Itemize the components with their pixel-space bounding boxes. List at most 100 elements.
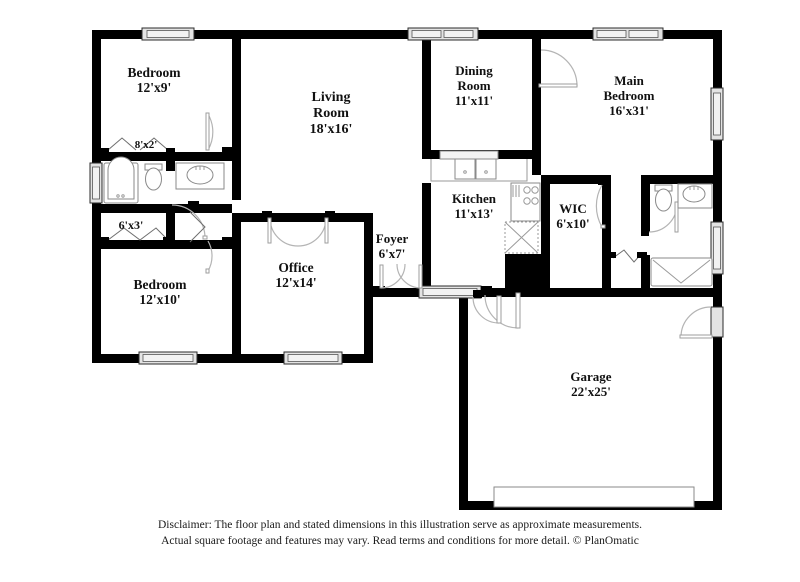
wall-rear-closet-side: [166, 213, 175, 249]
kitchen-sink-icon: [430, 150, 528, 182]
wall-bedroom-living-lower: [232, 150, 241, 200]
wall-living-dining: [422, 39, 431, 150]
door-rear-bedroom: [205, 237, 233, 274]
wall-wic-right: [602, 184, 611, 288]
room-label-line: 12'x14': [275, 275, 316, 290]
window-main-bath-right: [710, 221, 724, 275]
sink-icon-main-bath: [677, 183, 713, 209]
dishwasher-icon: [504, 221, 539, 254]
wall-dining-main-bedroom: [532, 39, 541, 175]
fixtures: [103, 150, 713, 287]
wall-top-exterior: [92, 30, 722, 39]
room-label-line: Garage: [570, 369, 611, 384]
room-label-line: 6'x10': [556, 216, 589, 231]
toilet-icon-main-bath: [654, 184, 673, 212]
interior-walls: [101, 30, 713, 363]
room-label-line: Bedroom: [603, 88, 654, 103]
range-stove-icon: [510, 182, 541, 222]
room-label: 6'x3': [119, 218, 144, 232]
kitchen-solid-block: [505, 254, 541, 288]
room-label-line: 22'x25': [571, 384, 611, 399]
window-hall-bath-left: [89, 162, 103, 204]
wall-office-top: [232, 213, 372, 222]
room-label-line: 16'x31': [609, 103, 649, 118]
room-label-line: 6'x7': [379, 246, 406, 261]
wall-office-right: [364, 213, 373, 363]
disclaimer-line-2: Actual square footage and features may v…: [161, 534, 639, 547]
disclaimer-text: Disclaimer: The floor plan and stated di…: [0, 518, 800, 549]
window-main-bedroom-right: [710, 87, 724, 141]
room-label-line: Dining: [455, 63, 493, 78]
room-label-line: Main: [614, 73, 644, 88]
door-garage-side: [679, 306, 724, 339]
room-label-line: 12'x10': [139, 292, 180, 307]
door-foyer-double: [373, 263, 423, 295]
room-label: 8'x2': [135, 139, 158, 151]
wall-house-garage-divider: [364, 288, 722, 297]
room-label-line: 12'x9': [137, 80, 172, 95]
room-label-line: WIC: [559, 201, 586, 216]
wall-front-bedroom-closet-top: [101, 152, 232, 161]
window-main-bedroom-top: [592, 27, 664, 41]
room-label-line: 11'x11': [455, 93, 493, 108]
door-garage-interior: [472, 290, 502, 324]
room-label-line: Office: [278, 260, 313, 275]
room-label-line: 18'x16': [310, 122, 353, 137]
windows: [89, 27, 724, 365]
shower-icon-main-bath: [650, 257, 713, 287]
door-linen-closet: [608, 249, 647, 263]
disclaimer-line-1: Disclaimer: The floor plan and stated di…: [157, 519, 643, 531]
doors: [101, 39, 724, 508]
room-label-line: Bedroom: [128, 65, 182, 80]
room-label-line: Kitchen: [452, 191, 497, 206]
wall-wic-top: [541, 175, 611, 184]
door-front-entry: [481, 286, 521, 329]
door-hall-closet: [189, 211, 206, 243]
wall-wic-left: [541, 175, 550, 288]
door-hall-bath: [171, 201, 208, 240]
wall-living-kitchen: [422, 183, 431, 288]
sink-icon-hall-bath: [175, 162, 225, 190]
garage-overhead-door: [493, 486, 695, 508]
door-front-bedroom: [205, 112, 233, 154]
wall-rear-bedroom-office: [232, 213, 241, 363]
room-label-line: Living: [312, 90, 351, 105]
room-label-line: 6'x3': [119, 218, 144, 232]
wall-bedroom-living-upper: [232, 30, 241, 150]
window-front-bedroom: [141, 27, 195, 41]
window-living-room-top: [407, 27, 479, 41]
window-office-bottom: [283, 351, 343, 365]
wall-main-bath-left-lower: [641, 255, 650, 288]
door-office-double: [262, 211, 335, 247]
bathtub-icon: [103, 156, 139, 204]
room-label-line: Room: [313, 106, 349, 121]
room-label-line: Foyer: [376, 231, 409, 246]
door-wic: [595, 177, 607, 229]
wall-left-garage: [459, 292, 468, 510]
toilet-icon: [144, 163, 163, 191]
door-dining-main-bedroom: [533, 39, 578, 88]
room-label-line: 8'x2': [135, 139, 158, 151]
wall-main-bath-left-upper: [641, 184, 650, 232]
room-label-line: Bedroom: [134, 277, 188, 292]
room-label-line: 11'x13': [454, 206, 493, 221]
wall-hall-bath-bottom: [101, 204, 232, 213]
closet-door-6x3: [101, 227, 175, 243]
window-rear-bedroom-bottom: [138, 351, 198, 365]
wall-bath-partition: [166, 161, 175, 171]
wall-main-bath-top: [641, 175, 713, 184]
closet-door-8x2: [101, 137, 175, 154]
